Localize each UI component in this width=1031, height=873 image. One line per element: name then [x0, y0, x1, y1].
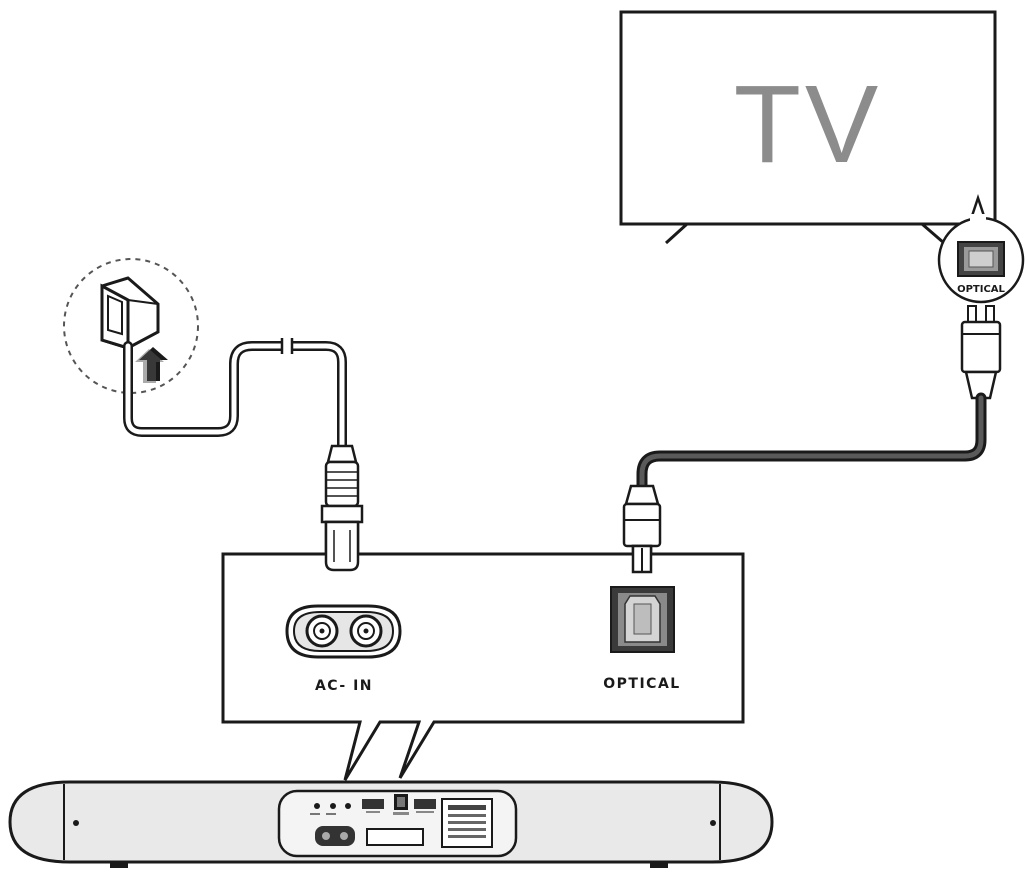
ac-socket-icon: [285, 604, 402, 659]
screw-left: [73, 820, 79, 826]
optical-plug-icon: [960, 305, 1002, 400]
ac-in-label: AC- IN: [315, 678, 373, 694]
rear-panel-callout: AC- IN OPTICAL: [221, 520, 745, 781]
callout-pointer-mask: [970, 214, 986, 222]
cord-break: [282, 337, 292, 355]
wall-socket-callout: [63, 258, 199, 394]
screw-right: [710, 820, 716, 826]
soundbar: [8, 780, 774, 868]
optical-cable: [636, 392, 987, 492]
tv: TV: [619, 10, 997, 245]
panel-optical-port: [610, 586, 675, 653]
optical-label: OPTICAL: [603, 676, 680, 692]
optical-cable-inner: [639, 395, 984, 489]
tv-label: TV: [734, 63, 883, 186]
tv-optical-callout: OPTICAL: [937, 194, 1025, 304]
tv-screen: [619, 10, 997, 226]
power-cord-inner: [125, 343, 345, 449]
up-arrow-icon: [135, 347, 168, 383]
optical-port-icon: [957, 241, 1005, 277]
wall-socket-icon: [100, 276, 160, 351]
tv-stand-right: [921, 222, 945, 245]
tv-optical-label: OPTICAL: [957, 284, 1005, 295]
tv-stand-left: [664, 222, 689, 245]
soundbar-rear-panel: [277, 789, 518, 858]
